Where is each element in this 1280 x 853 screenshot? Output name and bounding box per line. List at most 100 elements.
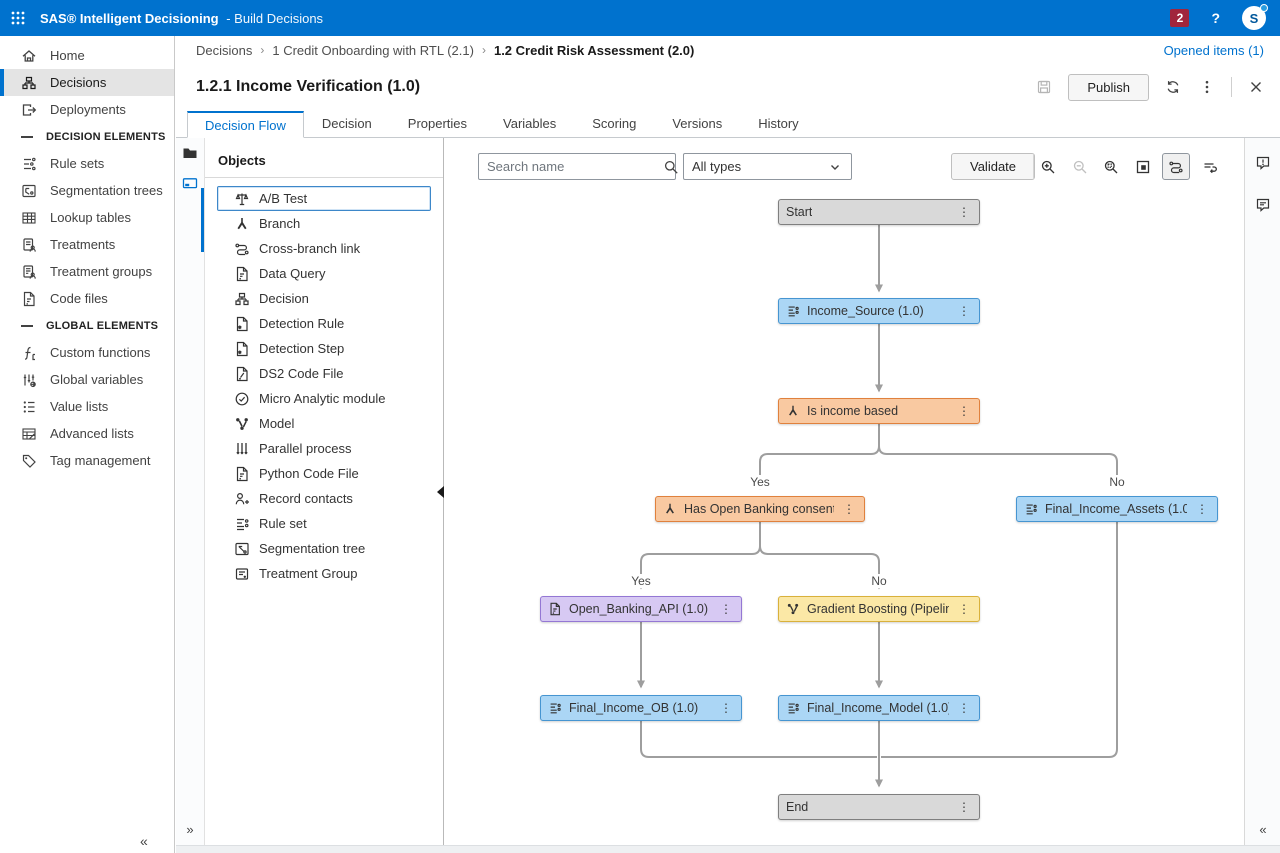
object-item-detection-rule[interactable]: Detection Rule (217, 311, 431, 336)
node-menu-icon[interactable]: ⋮ (1196, 502, 1208, 516)
flow-node-open-banking-api[interactable]: Open_Banking_API (1.0) ⋮ (540, 596, 742, 622)
tab-variables[interactable]: Variables (503, 116, 557, 131)
breadcrumb-decisions[interactable]: Decisions (196, 42, 253, 58)
sidebar-item-treatments[interactable]: Treatments (0, 231, 174, 258)
object-item-rule-set[interactable]: Rule set (217, 511, 431, 536)
sidebar-section-global-elements: GLOBAL ELEMENTS (0, 312, 174, 339)
object-item-branch[interactable]: Branch (217, 211, 431, 236)
object-item-label: Detection Rule (259, 316, 345, 331)
save-button[interactable] (1034, 77, 1054, 97)
notifications-badge[interactable]: 2 (1170, 9, 1190, 27)
folder-icon (183, 148, 197, 158)
tab-decision-flow[interactable]: Decision Flow (187, 111, 304, 138)
node-menu-icon[interactable]: ⋮ (958, 404, 970, 418)
sidebar-item-decisions[interactable]: Decisions (0, 69, 174, 96)
object-item-cross-branch-link[interactable]: Cross-branch link (217, 236, 431, 261)
branch-icon (237, 217, 247, 229)
publish-button[interactable]: Publish (1068, 73, 1149, 101)
flow-node-end[interactable]: End ⋮ (778, 794, 980, 820)
close-button[interactable] (1246, 77, 1266, 97)
zoom-out-button[interactable] (1066, 153, 1094, 180)
more-actions-button[interactable] (1197, 77, 1217, 97)
object-item-segmentation-tree[interactable]: Segmentation tree (217, 536, 431, 561)
objects-panel-button[interactable] (176, 168, 204, 198)
flow-node-start[interactable]: Start ⋮ (778, 199, 980, 225)
decision-flow-canvas[interactable]: All types Validate Start ⋮ Income_Source… (445, 138, 1244, 845)
node-menu-icon[interactable]: ⋮ (720, 602, 732, 616)
folders-panel-button[interactable] (176, 138, 204, 168)
divider (1231, 77, 1232, 97)
node-menu-icon[interactable]: ⋮ (958, 800, 970, 814)
sidebar-item-label: Segmentation trees (50, 183, 163, 198)
breadcrumb-credit-onboarding[interactable]: 1 Credit Onboarding with RTL (2.1) (272, 42, 474, 58)
sidebar-item-value-lists[interactable]: Value lists (0, 393, 174, 420)
object-item-label: A/B Test (259, 191, 308, 206)
flow-node-income-source[interactable]: Income_Source (1.0) ⋮ (778, 298, 980, 324)
sidebar-collapse-button[interactable]: « (140, 833, 148, 849)
node-menu-icon[interactable]: ⋮ (958, 602, 970, 616)
node-menu-icon[interactable]: ⋮ (720, 701, 732, 715)
object-item-treatment-group[interactable]: Treatment Group (217, 561, 431, 586)
flow-node-final-income-model[interactable]: Final_Income_Model (1.0) ⋮ (778, 695, 980, 721)
object-item-record-contacts[interactable]: Record contacts (217, 486, 431, 511)
flow-node-gradient-boosting[interactable]: Gradient Boosting (Pipelin... ⋮ (778, 596, 980, 622)
sidebar-item-treatment-groups[interactable]: Treatment groups (0, 258, 174, 285)
avatar[interactable]: S (1242, 4, 1268, 30)
object-item-python-code-file[interactable]: Python Code File (217, 461, 431, 486)
object-item-ab-test[interactable]: A/B Test (217, 186, 431, 211)
flow-node-final-income-assets[interactable]: Final_Income_Assets (1.0) ⋮ (1016, 496, 1218, 522)
object-item-label: Cross-branch link (259, 241, 361, 256)
help-button[interactable]: ? (1211, 10, 1220, 26)
validation-issues-button[interactable] (1245, 146, 1280, 180)
node-menu-icon[interactable]: ⋮ (958, 701, 970, 715)
tab-properties[interactable]: Properties (407, 116, 468, 131)
sidebar-item-custom-functions[interactable]: Custom functions (0, 339, 174, 366)
node-menu-icon[interactable]: ⋮ (958, 205, 970, 219)
value-lists-icon (23, 400, 35, 413)
object-item-micro-analytic-module[interactable]: Micro Analytic module (217, 386, 431, 411)
sidebar-item-rule-sets[interactable]: Rule sets (0, 150, 174, 177)
tab-versions[interactable]: Versions (672, 116, 723, 131)
sidebar-item-deployments[interactable]: Deployments (0, 96, 174, 123)
tab-scoring[interactable]: Scoring (592, 116, 637, 131)
validate-button[interactable]: Validate (951, 153, 1036, 180)
sidebar-item-segmentation-trees[interactable]: Segmentation trees (0, 177, 174, 204)
node-search[interactable] (478, 153, 678, 180)
auto-layout-button[interactable] (1196, 153, 1224, 180)
overview-map-button[interactable] (1129, 153, 1157, 180)
flow-node-has-open-banking-consent[interactable]: Has Open Banking consent ⋮ (655, 496, 865, 522)
auto-layout-icon (1204, 162, 1217, 173)
object-item-label: DS2 Code File (259, 366, 344, 381)
object-item-data-query[interactable]: Data Query (217, 261, 431, 286)
strip-expand-button[interactable]: » (186, 822, 194, 837)
node-menu-icon[interactable]: ⋮ (843, 502, 855, 516)
tab-history[interactable]: History (758, 116, 799, 131)
sidebar-item-global-variables[interactable]: Global variables (0, 366, 174, 393)
object-item-model[interactable]: Model (217, 411, 431, 436)
panel-collapse-handle[interactable] (437, 486, 444, 498)
right-panel-collapse-button[interactable]: « (1259, 822, 1267, 837)
zoom-in-button[interactable] (1034, 153, 1062, 180)
flow-node-final-income-ob[interactable]: Final_Income_OB (1.0) ⋮ (540, 695, 742, 721)
app-launcher-button[interactable] (0, 0, 36, 36)
zoom-fit-button[interactable] (1097, 153, 1125, 180)
node-menu-icon[interactable]: ⋮ (958, 304, 970, 318)
search-input[interactable] (487, 159, 663, 174)
sidebar-item-lookup-tables[interactable]: Lookup tables (0, 204, 174, 231)
sidebar-item-code-files[interactable]: Code files (0, 285, 174, 312)
object-item-parallel-process[interactable]: Parallel process (217, 436, 431, 461)
object-item-decision[interactable]: Decision (217, 286, 431, 311)
sidebar-item-home[interactable]: Home (0, 42, 174, 69)
object-item-detection-step[interactable]: Detection Step (217, 336, 431, 361)
comments-button[interactable] (1245, 188, 1280, 222)
object-item-ds2-code-file[interactable]: DS2 Code File (217, 361, 431, 386)
section-dash-icon (21, 324, 33, 327)
flow-node-is-income-based[interactable]: Is income based ⋮ (778, 398, 980, 424)
sidebar-item-advanced-lists[interactable]: Advanced lists (0, 420, 174, 447)
cross-branch-links-toggle[interactable] (1162, 153, 1190, 180)
type-filter-select[interactable]: All types (683, 153, 852, 180)
sidebar-item-tag-management[interactable]: Tag management (0, 447, 174, 474)
opened-items-link[interactable]: Opened items (1) (1163, 42, 1264, 58)
refresh-button[interactable] (1163, 77, 1183, 97)
tab-decision[interactable]: Decision (321, 116, 372, 131)
